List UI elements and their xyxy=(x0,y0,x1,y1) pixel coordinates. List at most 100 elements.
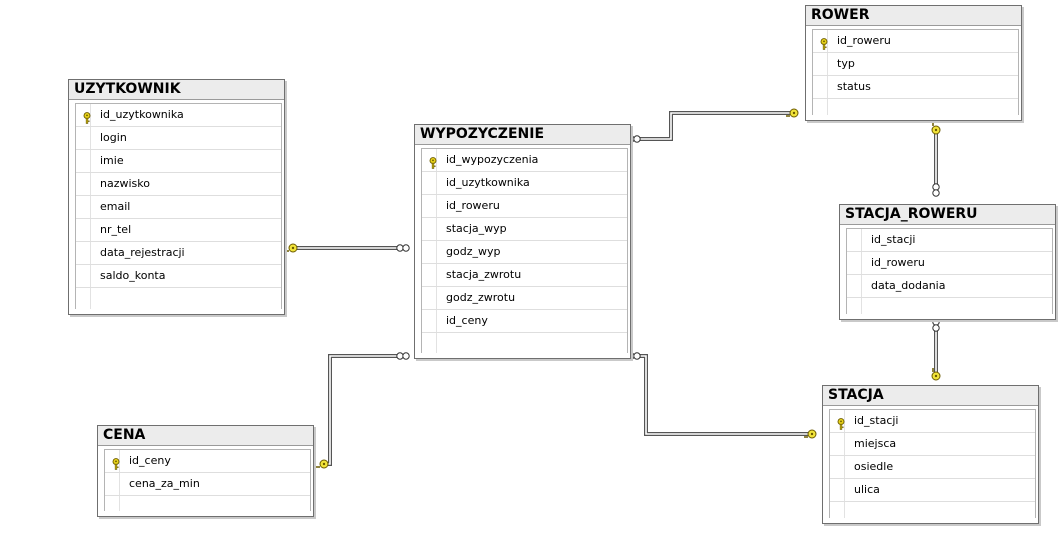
row-selector-column xyxy=(422,149,437,353)
infinity-endpoint-icon xyxy=(396,352,410,360)
column-row[interactable]: id_ceny xyxy=(422,310,627,333)
table-title: CENA xyxy=(103,427,146,443)
table-title: WYPOZYCZENIE xyxy=(420,126,545,142)
table-title: UZYTKOWNIK xyxy=(74,81,181,97)
table-title: STACJA_ROWERU xyxy=(845,206,978,222)
table-wypozyczenie[interactable]: WYPOZYCZENIE id_wypozyczenia id_uzytkowni… xyxy=(414,124,631,359)
column-row[interactable]: nr_tel xyxy=(76,219,281,242)
primary-key-icon xyxy=(111,455,123,470)
column-name: id_uzytkownika xyxy=(446,176,530,189)
column-row[interactable]: ulica xyxy=(830,479,1035,502)
column-name: ulica xyxy=(854,483,880,496)
column-row[interactable]: stacja_zwrotu xyxy=(422,264,627,287)
column-row[interactable]: status xyxy=(813,76,1018,99)
column-row[interactable]: id_uzytkownika xyxy=(422,172,627,195)
column-row[interactable]: login xyxy=(76,127,281,150)
column-name: id_ceny xyxy=(129,454,171,467)
column-name: nazwisko xyxy=(100,177,150,190)
column-row[interactable]: email xyxy=(76,196,281,219)
column-name: id_stacji xyxy=(854,414,899,427)
column-name: imie xyxy=(100,154,124,167)
key-endpoint-icon xyxy=(285,243,298,253)
row-selector-column xyxy=(830,410,845,518)
column-row[interactable]: typ xyxy=(813,53,1018,76)
column-row[interactable]: id_roweru xyxy=(813,30,1018,53)
column-row[interactable]: miejsca xyxy=(830,433,1035,456)
relationship-line[interactable] xyxy=(324,355,406,465)
column-row[interactable]: id_wypozyczenia xyxy=(422,149,627,172)
column-name: id_roweru xyxy=(837,34,891,47)
row-selector-column xyxy=(105,450,120,511)
column-row[interactable]: id_uzytkownika xyxy=(76,104,281,127)
column-row[interactable]: id_roweru xyxy=(847,252,1052,275)
column-name: godz_wyp xyxy=(446,245,501,258)
column-row[interactable]: cena_za_min xyxy=(105,473,310,496)
column-name: id_uzytkownika xyxy=(100,108,184,121)
column-name: data_rejestracji xyxy=(100,246,185,259)
column-name: status xyxy=(837,80,871,93)
table-cena[interactable]: CENA id_ceny cena_za_min xyxy=(97,425,314,517)
primary-key-icon xyxy=(82,109,94,124)
column-name: godz_zwrotu xyxy=(446,291,516,304)
row-selector-column xyxy=(847,229,862,314)
column-name: osiedle xyxy=(854,460,894,473)
relationship-line[interactable] xyxy=(637,355,810,435)
primary-key-icon xyxy=(428,154,440,169)
table-header[interactable]: UZYTKOWNIK xyxy=(69,80,284,100)
column-name: nr_tel xyxy=(100,223,132,236)
relationship-line[interactable] xyxy=(637,111,791,141)
relationship-line[interactable] xyxy=(637,112,791,140)
table-header[interactable]: STACJA xyxy=(823,386,1038,406)
column-row[interactable]: saldo_konta xyxy=(76,265,281,288)
infinity-endpoint-icon xyxy=(932,318,940,332)
table-title: STACJA xyxy=(828,387,884,403)
primary-key-icon xyxy=(836,415,848,430)
table-header[interactable]: WYPOZYCZENIE xyxy=(415,125,630,145)
column-row[interactable]: imie xyxy=(76,150,281,173)
column-row[interactable]: id_stacji xyxy=(847,229,1052,252)
column-row[interactable]: data_rejestracji xyxy=(76,242,281,265)
table-header[interactable]: CENA xyxy=(98,426,313,446)
column-row[interactable]: godz_zwrotu xyxy=(422,287,627,310)
table-header[interactable]: STACJA_ROWERU xyxy=(840,205,1055,225)
key-endpoint-icon xyxy=(931,368,941,381)
column-row[interactable]: data_dodania xyxy=(847,275,1052,298)
key-endpoint-icon xyxy=(786,108,799,118)
column-name: login xyxy=(100,131,127,144)
column-row[interactable]: nazwisko xyxy=(76,173,281,196)
column-row[interactable]: id_roweru xyxy=(422,195,627,218)
key-endpoint-icon xyxy=(931,122,941,135)
key-endpoint-icon xyxy=(804,429,817,439)
column-name: data_dodania xyxy=(871,279,946,292)
relationship-line[interactable] xyxy=(637,354,810,436)
table-header[interactable]: ROWER xyxy=(806,6,1021,26)
column-name: id_wypozyczenia xyxy=(446,153,539,166)
column-name: stacja_wyp xyxy=(446,222,507,235)
column-row[interactable]: stacja_wyp xyxy=(422,218,627,241)
column-name: id_roweru xyxy=(446,199,500,212)
primary-key-icon xyxy=(819,35,831,50)
column-row[interactable]: id_stacji xyxy=(830,410,1035,433)
column-grid: id_ceny cena_za_min xyxy=(104,449,311,511)
column-name: typ xyxy=(837,57,855,70)
relationship-line[interactable] xyxy=(324,354,406,466)
infinity-endpoint-icon xyxy=(396,244,410,252)
key-endpoint-icon xyxy=(316,459,329,469)
column-row[interactable]: godz_wyp xyxy=(422,241,627,264)
column-name: miejsca xyxy=(854,437,897,450)
column-name: email xyxy=(100,200,131,213)
column-name: stacja_zwrotu xyxy=(446,268,522,281)
table-title: ROWER xyxy=(811,7,870,23)
row-selector-column xyxy=(813,30,828,115)
column-row[interactable]: id_ceny xyxy=(105,450,310,473)
column-row[interactable]: osiedle xyxy=(830,456,1035,479)
